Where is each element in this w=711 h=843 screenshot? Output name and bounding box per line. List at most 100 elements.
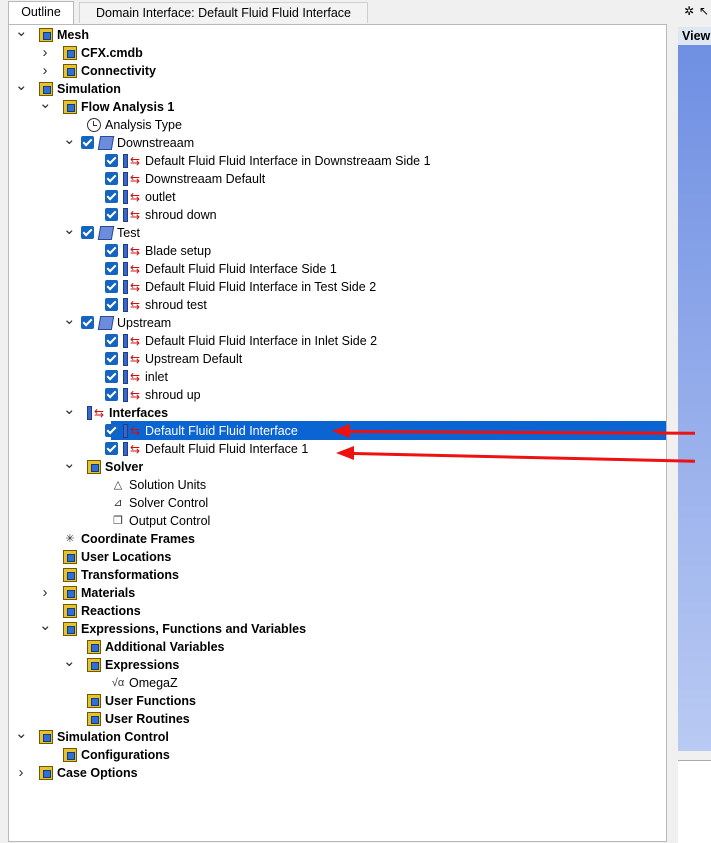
checkbox-checked[interactable] <box>105 280 118 293</box>
checkbox-checked[interactable] <box>105 172 118 185</box>
tree-item[interactable]: Default Fluid Fluid Interface in Inlet S… <box>9 332 666 350</box>
chevron-right-icon[interactable]: › <box>42 584 48 601</box>
tree-item[interactable]: Upstream Default <box>9 350 666 368</box>
checkbox-checked[interactable] <box>105 442 118 455</box>
tree-item[interactable]: ⌄ Expressions, Functions and Variables <box>9 617 666 638</box>
tree-item[interactable]: ⌄Simulation <box>9 77 666 98</box>
tree-item[interactable]: Blade setup <box>9 242 666 260</box>
folder-icon <box>87 460 101 474</box>
tree-item[interactable]: Configurations <box>9 746 666 764</box>
folder-icon <box>63 604 77 618</box>
checkbox-checked[interactable] <box>105 190 118 203</box>
select-tool-icon[interactable]: ✲ <box>684 4 695 18</box>
chevron-right-icon[interactable]: › <box>42 44 48 61</box>
chevron-down-icon[interactable]: ⌄ <box>39 617 52 634</box>
checkbox-checked[interactable] <box>105 208 118 221</box>
tree-item[interactable]: ⌄Simulation Control <box>9 725 666 746</box>
folder-icon <box>63 64 77 78</box>
boundary-icon <box>87 404 105 422</box>
chevron-down-icon[interactable]: ⌄ <box>63 401 76 418</box>
tree-item[interactable]: shroud down <box>9 206 666 224</box>
tree-item[interactable]: ⌄Expressions <box>9 653 666 674</box>
tool-icon: △ <box>113 479 123 491</box>
chevron-down-icon[interactable]: ⌄ <box>15 725 28 742</box>
chevron-down-icon[interactable]: ⌄ <box>15 24 28 40</box>
chevron-down-icon[interactable]: ⌄ <box>63 653 76 670</box>
tree-item[interactable]: ›Materials <box>9 584 666 602</box>
checkbox-checked[interactable] <box>105 370 118 383</box>
boundary-icon <box>123 386 141 404</box>
tree-item[interactable]: ⌄Downstreaam <box>9 131 666 152</box>
folder-icon <box>63 586 77 600</box>
tree-item-label: Case Options <box>57 766 138 780</box>
tab-outline[interactable]: Outline <box>8 1 74 24</box>
checkbox-checked[interactable] <box>105 352 118 365</box>
tree-item[interactable]: User Functions <box>9 692 666 710</box>
tree-item[interactable]: shroud up <box>9 386 666 404</box>
checkbox-checked[interactable] <box>105 334 118 347</box>
tree-item[interactable]: Default Fluid Fluid Interface <box>9 422 666 440</box>
tree-item[interactable]: ⌄Flow Analysis 1 <box>9 95 666 116</box>
chevron-right-icon[interactable]: › <box>42 62 48 79</box>
tree-item-label: shroud up <box>145 388 201 402</box>
checkbox-checked[interactable] <box>105 388 118 401</box>
tree-item[interactable]: ⌄Solver <box>9 455 666 476</box>
folder-icon <box>63 100 77 114</box>
tree-item[interactable]: ⊿Solver Control <box>9 494 666 512</box>
tree-item[interactable]: Downstreaam Default <box>9 170 666 188</box>
tree-item[interactable]: Default Fluid Fluid Interface in Downstr… <box>9 152 666 170</box>
chevron-down-icon[interactable]: ⌄ <box>63 311 76 328</box>
tree-item[interactable]: User Routines <box>9 710 666 728</box>
tab-domain-interface[interactable]: Domain Interface: Default Fluid Fluid In… <box>79 2 368 23</box>
tree-item[interactable]: ⌄Interfaces <box>9 401 666 422</box>
tree-item[interactable]: Default Fluid Fluid Interface in Test Si… <box>9 278 666 296</box>
checkbox-checked[interactable] <box>105 244 118 257</box>
tree-item-label: outlet <box>145 190 176 204</box>
tree-item[interactable]: inlet <box>9 368 666 386</box>
tree-item[interactable]: › Case Options <box>9 764 666 782</box>
checkbox-checked[interactable] <box>81 316 94 329</box>
tree-item[interactable]: ❐Output Control <box>9 512 666 530</box>
domain-cube-icon <box>97 136 115 150</box>
tree-item[interactable]: ✳Coordinate Frames <box>9 530 666 548</box>
tree-item-label: User Locations <box>81 550 172 564</box>
tree-item[interactable]: ⌄Test <box>9 221 666 242</box>
tree-item[interactable]: Default Fluid Fluid Interface Side 1 <box>9 260 666 278</box>
boundary-icon <box>123 332 141 350</box>
folder-icon <box>63 568 77 582</box>
tree-item-label: Expressions, Functions and Variables <box>81 622 307 636</box>
chevron-down-icon[interactable]: ⌄ <box>63 455 76 472</box>
chevron-down-icon[interactable]: ⌄ <box>39 95 52 112</box>
tree-item[interactable]: shroud test <box>9 296 666 314</box>
chevron-down-icon[interactable]: ⌄ <box>63 221 76 238</box>
tree-item[interactable]: Additional Variables <box>9 638 666 656</box>
chevron-right-icon[interactable]: › <box>18 764 24 781</box>
checkbox-checked[interactable] <box>105 424 118 437</box>
tree-item[interactable]: Analysis Type <box>9 116 666 134</box>
tree-item[interactable]: Default Fluid Fluid Interface 1 <box>9 440 666 458</box>
checkbox-checked[interactable] <box>105 262 118 275</box>
chevron-down-icon[interactable]: ⌄ <box>63 131 76 148</box>
tree-item[interactable]: User Locations <box>9 548 666 566</box>
boundary-icon <box>123 260 141 278</box>
tree-item[interactable]: outlet <box>9 188 666 206</box>
tree-item[interactable]: ›Connectivity <box>9 62 666 80</box>
checkbox-checked[interactable] <box>105 298 118 311</box>
tree-item-label: inlet <box>145 370 168 384</box>
tree-item[interactable]: ⌄Mesh <box>9 24 666 44</box>
tree-item[interactable]: ›CFX.cmdb <box>9 44 666 62</box>
checkbox-checked[interactable] <box>81 226 94 239</box>
chevron-down-icon[interactable]: ⌄ <box>15 77 28 94</box>
tree-item-label: Transformations <box>81 568 179 582</box>
tree-item[interactable]: Reactions <box>9 602 666 620</box>
checkbox-checked[interactable] <box>81 136 94 149</box>
tree-item[interactable]: △Solution Units <box>9 476 666 494</box>
tree-item[interactable]: Transformations <box>9 566 666 584</box>
tree-item-label: User Routines <box>105 712 190 726</box>
checkbox-checked[interactable] <box>105 154 118 167</box>
tree-item[interactable]: ⌄Upstream <box>9 311 666 332</box>
pointer-tool-icon[interactable]: ↖ <box>699 4 710 18</box>
tree-item-label: shroud test <box>145 298 207 312</box>
viewer-canvas[interactable] <box>678 45 711 751</box>
